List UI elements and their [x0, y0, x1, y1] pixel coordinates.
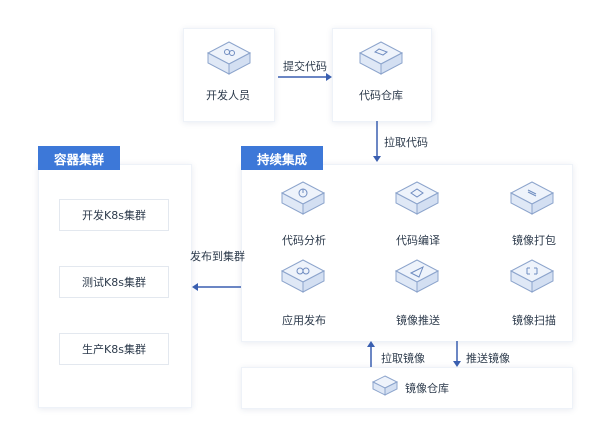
ci-step-label: 镜像推送 [396, 314, 440, 327]
cluster-item: 生产K8s集群 [59, 333, 169, 365]
push-image-label: 推送镜像 [466, 352, 510, 365]
developer-label: 开发人员 [206, 89, 250, 102]
developer-label-box: 开发人员 [198, 85, 258, 105]
deploy-edge-label: 发布到集群 [190, 250, 245, 263]
code-compile-icon [394, 181, 440, 215]
pull-image-label: 拉取镜像 [381, 352, 425, 365]
code-analysis-icon [280, 181, 326, 215]
image-scan-icon [509, 259, 555, 293]
code-repo-label: 代码仓库 [359, 89, 403, 102]
commit-arrow [278, 73, 332, 81]
commit-edge-label: 提交代码 [283, 60, 327, 73]
ci-step-label: 应用发布 [282, 314, 326, 327]
ci-title: 持续集成 [241, 146, 323, 170]
ci-step-label: 镜像打包 [512, 234, 556, 247]
developer-icon [206, 41, 252, 75]
deploy-arrow [192, 283, 241, 291]
code-repo-label-box: 代码仓库 [350, 85, 412, 105]
pull-code-arrow [373, 121, 381, 162]
image-repo-label: 镜像仓库 [405, 382, 449, 395]
push-image-arrow [453, 341, 461, 367]
cluster-item-label: 测试K8s集群 [82, 276, 146, 289]
cluster-item-label: 开发K8s集群 [82, 209, 146, 222]
pull-image-arrow [367, 341, 375, 367]
image-push-icon [394, 259, 440, 293]
code-repo-icon [358, 41, 404, 75]
image-repo-panel [241, 367, 573, 409]
image-pack-icon [509, 181, 555, 215]
cluster-item: 测试K8s集群 [59, 266, 169, 298]
pull-code-label: 拉取代码 [384, 136, 428, 149]
clusters-title: 容器集群 [38, 146, 120, 170]
app-release-icon [280, 259, 326, 293]
cluster-item-label: 生产K8s集群 [82, 343, 146, 356]
ci-step-label: 代码分析 [282, 234, 326, 247]
image-repo-icon [371, 375, 399, 396]
ci-step-label: 镜像扫描 [512, 314, 556, 327]
cluster-item: 开发K8s集群 [59, 199, 169, 231]
ci-step-label: 代码编译 [396, 234, 440, 247]
